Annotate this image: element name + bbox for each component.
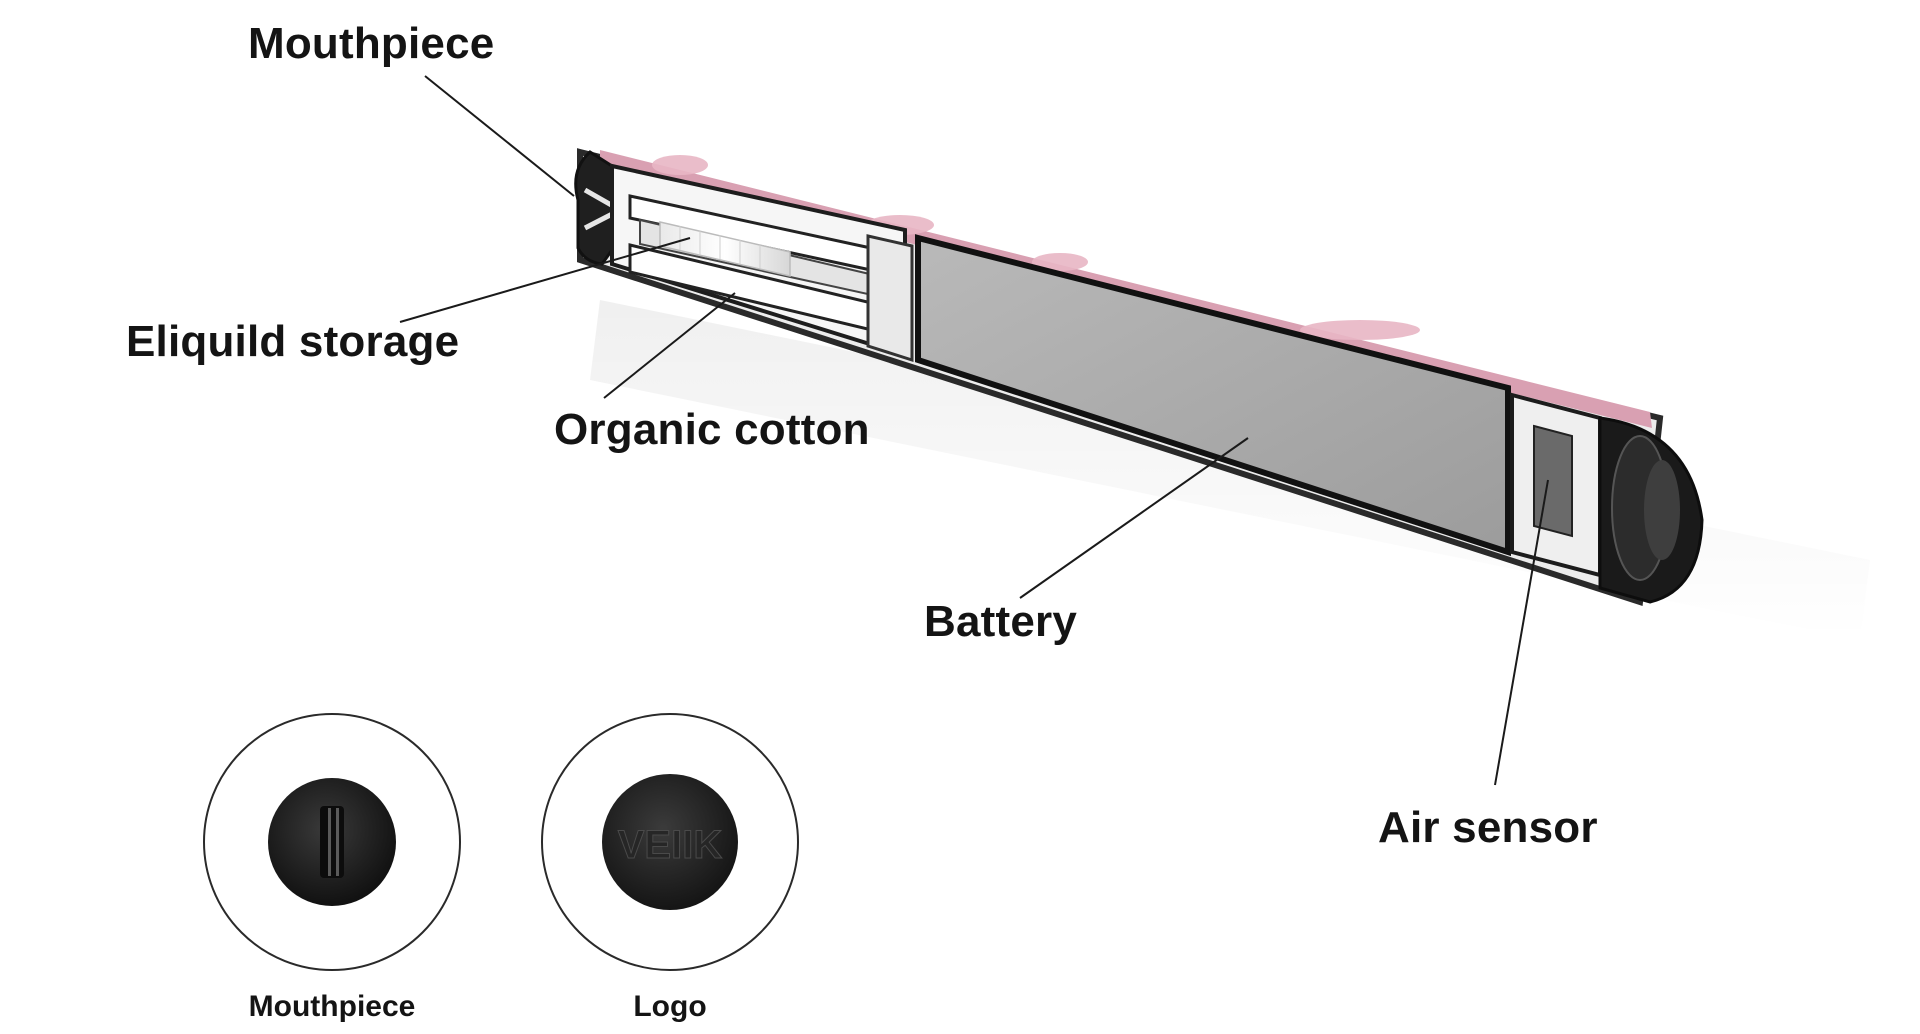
leader-lines <box>399 75 1549 786</box>
air-sensor-chip <box>1533 424 1573 538</box>
end-cap <box>1598 416 1704 604</box>
callout-label-mouthpiece: Mouthpiece <box>248 19 495 68</box>
callout-label-air-sensor: Air sensor <box>1378 803 1598 852</box>
callout-label-organic-cotton: Organic cotton <box>554 405 870 454</box>
leader-line-eliquid-storage <box>399 237 691 323</box>
logo-thumbnail: VEIIK <box>541 713 799 971</box>
leader-line-mouthpiece <box>424 75 575 197</box>
battery-cell <box>915 234 1511 557</box>
mouthpiece-thumbnail <box>203 713 461 971</box>
coil-assembly <box>659 221 791 277</box>
logo-cap-icon <box>602 774 738 910</box>
callout-label-eliquid-storage: Eliquild storage <box>126 317 460 366</box>
leader-line-air-sensor <box>1494 479 1549 786</box>
leader-line-organic-cotton <box>603 292 736 399</box>
leader-line-battery <box>1019 437 1249 599</box>
tank-battery-coupler <box>866 234 914 363</box>
logo-embossed-text: VEIIK <box>618 823 723 867</box>
pink-wrap-decor <box>652 155 1420 340</box>
thumbnail-label-logo: Logo <box>633 990 707 1023</box>
callout-label-battery: Battery <box>924 597 1078 646</box>
thumbnail-label-mouthpiece: Mouthpiece <box>248 990 416 1023</box>
